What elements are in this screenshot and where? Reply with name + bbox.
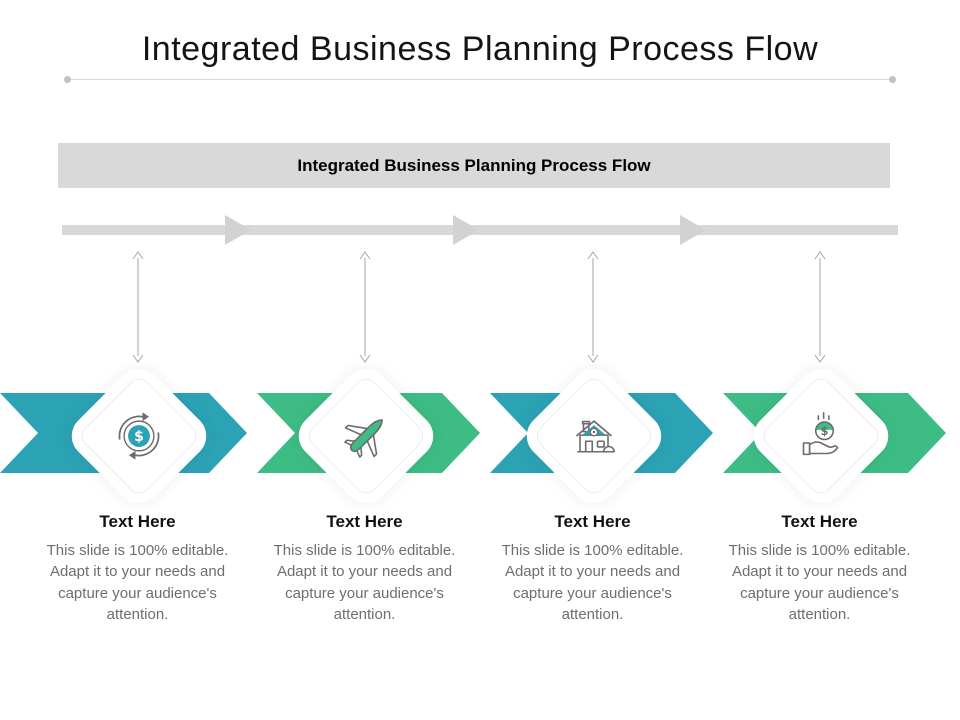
step-4-diamond: $	[758, 373, 884, 499]
step-4-heading: Text Here	[781, 512, 858, 531]
double-arrow-connector-2	[359, 251, 371, 363]
step-2-body: This slide is 100% editable. Adapt it to…	[273, 542, 456, 623]
step-1-body: This slide is 100% editable. Adapt it to…	[46, 542, 229, 623]
money-hand-icon: $	[802, 412, 839, 456]
svg-text:$: $	[134, 429, 144, 445]
slide-title: Integrated Business Planning Process Flo…	[141, 30, 819, 68]
house-icon	[575, 420, 615, 453]
divider-dot-right	[889, 76, 896, 83]
banner: Integrated Business Planning Process Flo…	[58, 143, 890, 188]
banner-title: Integrated Business Planning Process Flo…	[297, 155, 651, 175]
svg-text:$: $	[821, 424, 829, 438]
step-2-text: Text Here This slide is 100% editable. A…	[272, 512, 457, 625]
title-divider	[64, 76, 896, 83]
divider-dot-left	[64, 76, 71, 83]
money-cycle-icon: $	[118, 412, 160, 460]
step-1-text: Text Here This slide is 100% editable. A…	[45, 512, 230, 625]
timeline-arrowhead-3	[680, 215, 706, 245]
step-4-body: This slide is 100% editable. Adapt it to…	[728, 542, 911, 623]
step-1-heading: Text Here	[99, 512, 176, 531]
double-arrow-connector-4	[814, 251, 826, 363]
timeline-arrow-bar	[62, 215, 898, 245]
airplane-icon	[344, 419, 383, 458]
timeline-bar	[62, 225, 898, 235]
step-2-diamond	[303, 373, 429, 499]
double-arrow-connector-1	[132, 251, 144, 363]
timeline-arrowhead-1	[225, 215, 251, 245]
step-2-heading: Text Here	[326, 512, 403, 531]
double-arrow-connector-3	[587, 251, 599, 363]
step-3-diamond	[531, 373, 657, 499]
step-1-diamond: $	[76, 373, 202, 499]
timeline-arrowhead-2	[453, 215, 479, 245]
step-3-heading: Text Here	[554, 512, 631, 531]
step-4-text: Text Here This slide is 100% editable. A…	[727, 512, 912, 625]
step-3-body: This slide is 100% editable. Adapt it to…	[501, 542, 684, 623]
step-3-text: Text Here This slide is 100% editable. A…	[500, 512, 685, 625]
